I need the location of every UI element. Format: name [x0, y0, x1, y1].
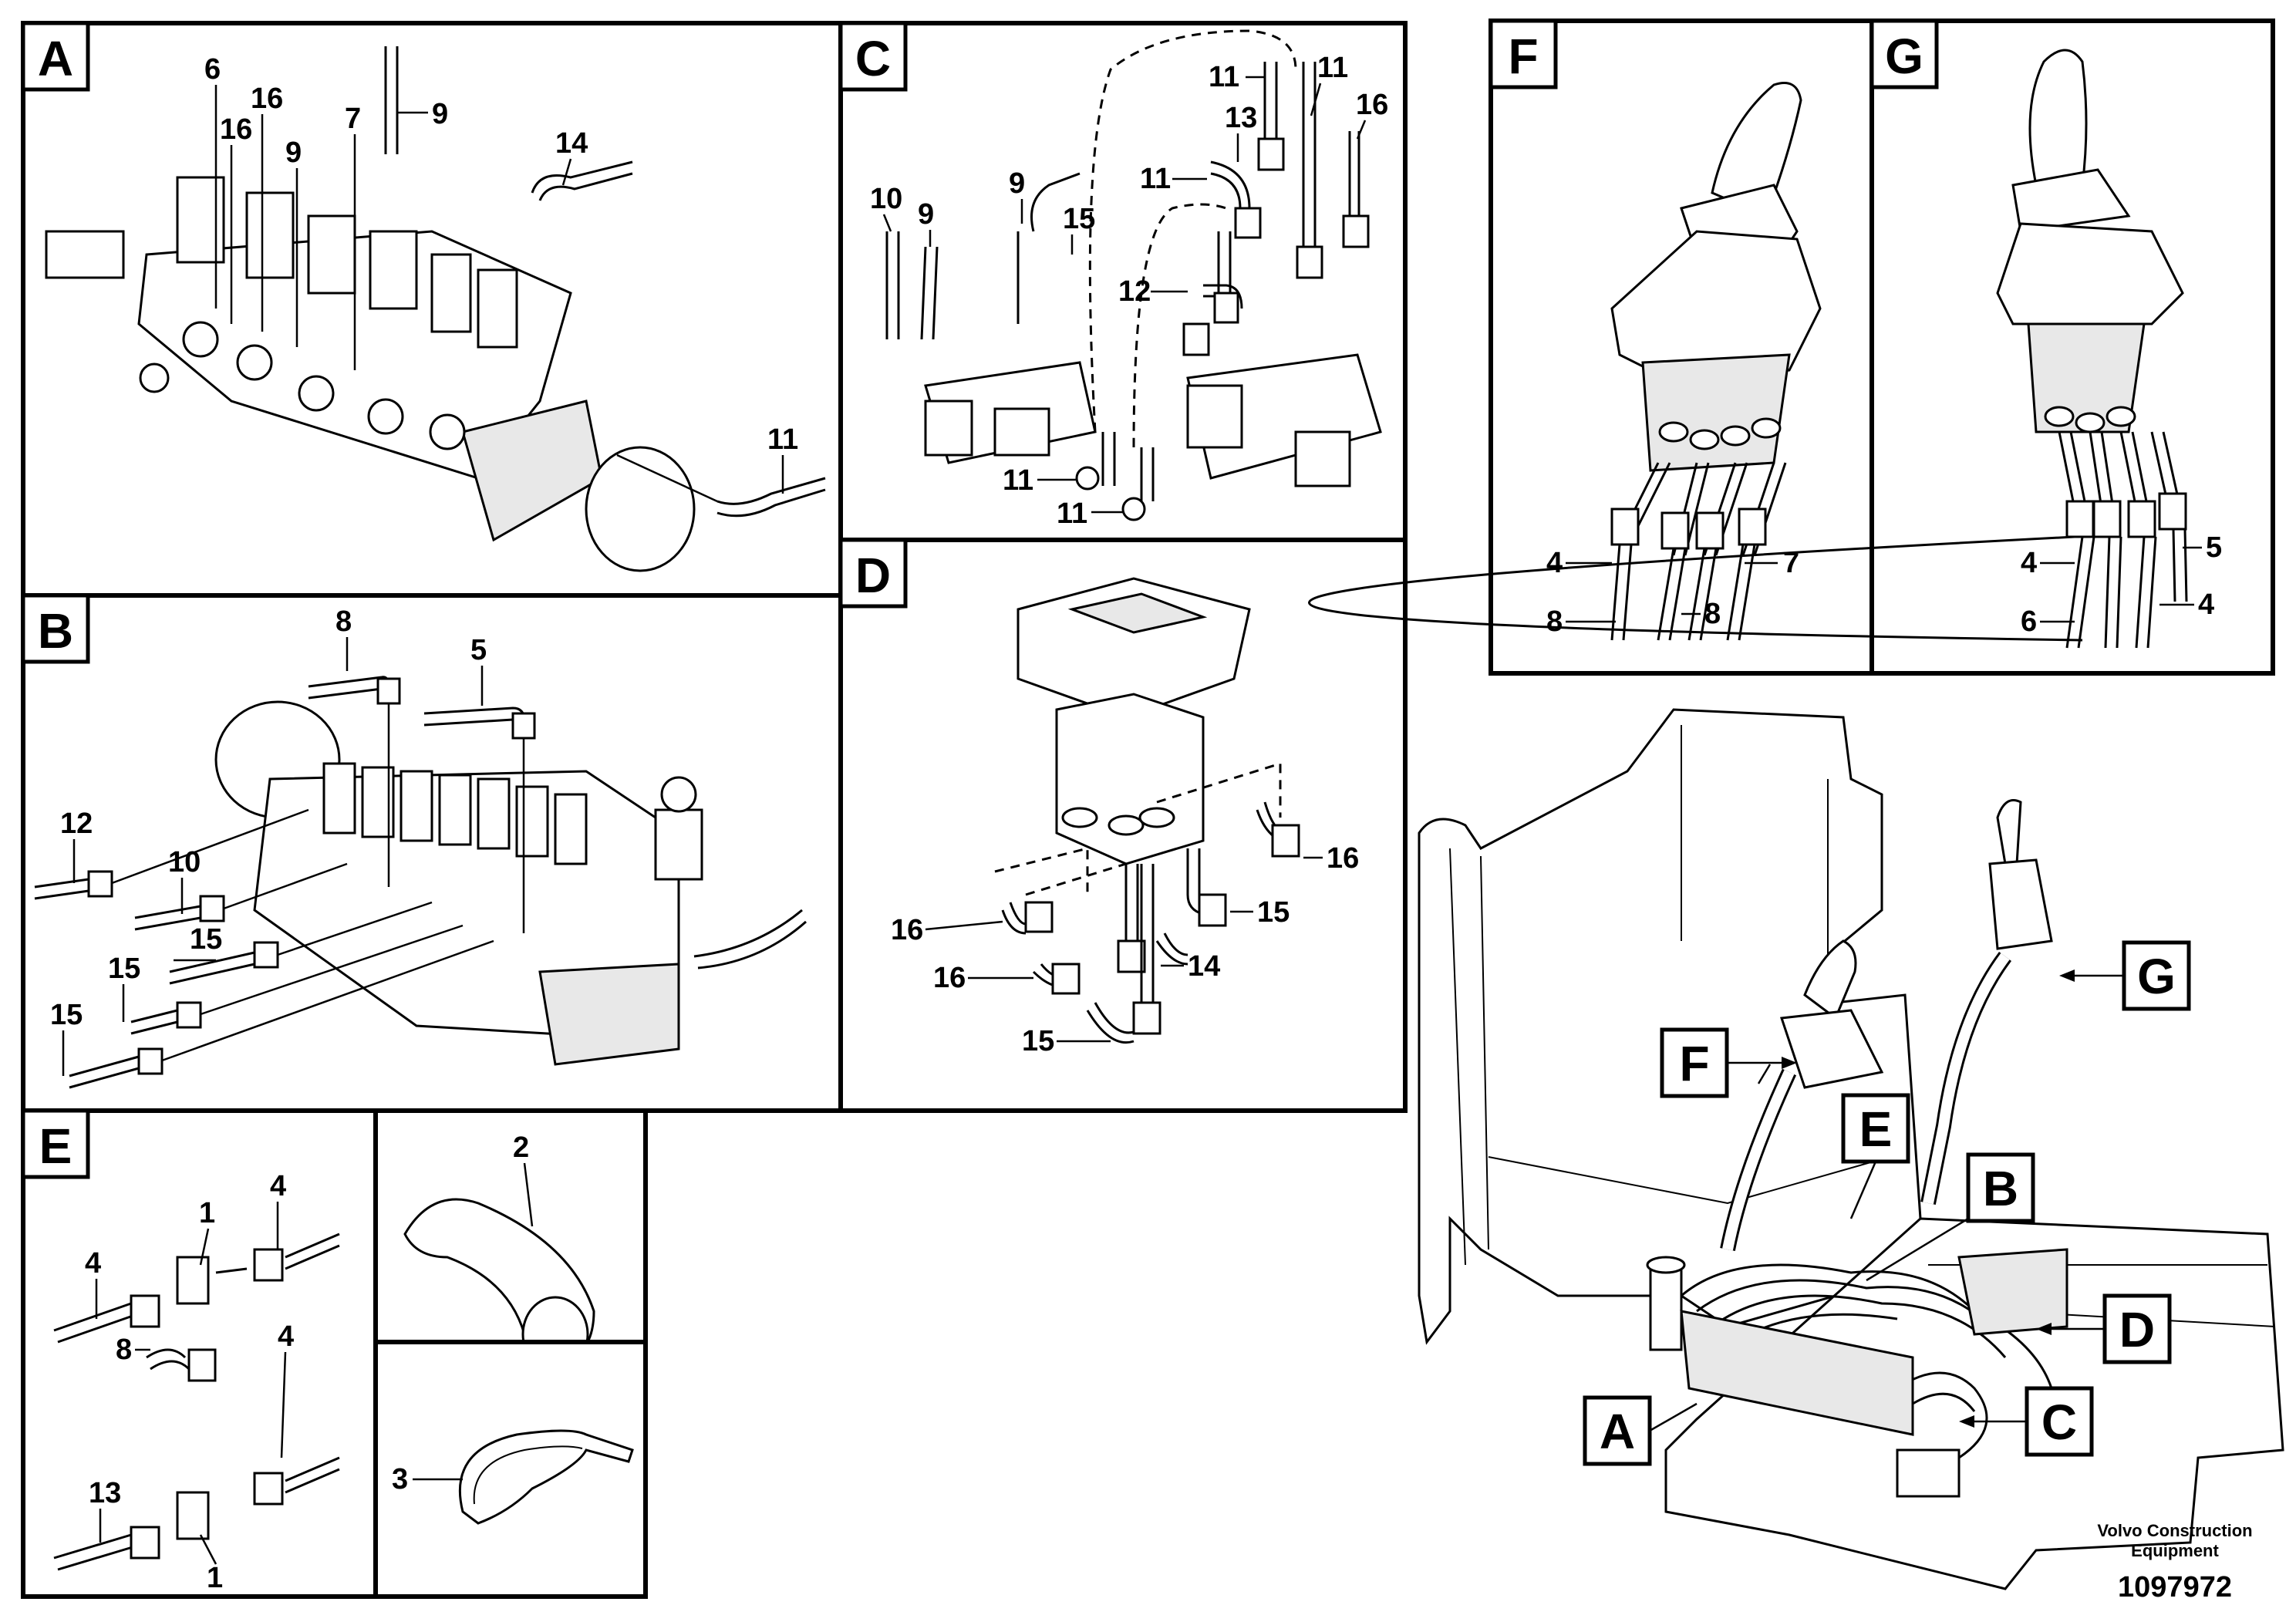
callout: 5	[2206, 531, 2222, 564]
panel-a: A 6 16 16 9 7 9	[21, 21, 843, 598]
callout: 12	[60, 808, 93, 840]
callout: 16	[1327, 842, 1359, 875]
panel-e: E 1 4 4 8 4 13 1	[21, 1108, 378, 1599]
callout: 3	[392, 1463, 408, 1496]
svg-text:A: A	[1600, 1404, 1635, 1459]
callout: 15	[1257, 896, 1290, 929]
callout: 16	[251, 83, 283, 115]
callout: 15	[190, 923, 222, 956]
overview-tag-g: G	[2059, 940, 2191, 1011]
svg-text:D: D	[2119, 1302, 2155, 1357]
callout: 9	[918, 198, 934, 231]
drawing-number: 1097972	[2118, 1571, 2232, 1603]
callout: 10	[870, 183, 902, 215]
solenoid-valve-left	[924, 361, 1097, 464]
overview-tag-a: A	[1583, 1395, 1698, 1466]
callout: 11	[1057, 497, 1087, 530]
callout: 16	[220, 113, 252, 146]
callout: 8	[1704, 598, 1721, 630]
callout: 12	[1118, 275, 1151, 308]
panel-g: G 4 5 6 4	[1308, 19, 2275, 676]
callout: 4	[270, 1170, 286, 1202]
overview-tag-d: D	[2036, 1293, 2172, 1364]
callout: 2	[513, 1131, 529, 1164]
panel-a-tag: A	[38, 31, 73, 86]
callout: 6	[204, 53, 221, 86]
callout: 11	[1140, 163, 1171, 195]
panel-part-2: 2	[373, 1108, 648, 1373]
callout: 14	[555, 127, 588, 160]
panel-f: F 4 7 8 8	[1489, 19, 1874, 676]
callout: 15	[50, 999, 83, 1031]
panel-part-3: 3	[373, 1340, 648, 1599]
panel-c: C 11 11 16	[838, 21, 1408, 542]
callout: 13	[89, 1477, 121, 1509]
callout: 16	[891, 914, 923, 946]
callout: 1	[199, 1197, 215, 1229]
overview-tag-e: E	[1841, 1093, 1910, 1219]
solenoid-valve-right	[1186, 353, 1382, 487]
svg-text:E: E	[1859, 1101, 1893, 1157]
callout: 4	[2021, 547, 2037, 579]
panel-d-tag: D	[855, 548, 891, 603]
svg-text:C: C	[2041, 1394, 2077, 1450]
callout: 4	[1546, 547, 1563, 579]
panel-d: D 16 16 15 16 14 15	[838, 538, 1408, 1113]
callout: 16	[1356, 89, 1388, 121]
callout: 11	[1317, 52, 1348, 84]
joystick-left	[1610, 82, 1822, 472]
callout: 9	[285, 137, 302, 169]
panel-b: B 8 5 12 10	[21, 593, 843, 1113]
svg-text:G: G	[2137, 949, 2176, 1004]
callout: 13	[1225, 102, 1257, 134]
cable-tie	[458, 1429, 634, 1525]
callout: 8	[116, 1334, 132, 1366]
callout: 15	[108, 953, 140, 985]
panel-g-tag: G	[1885, 29, 1923, 84]
panel-b-tag: B	[38, 603, 73, 659]
callout: 16	[933, 962, 966, 994]
panel-c-tag: C	[855, 31, 891, 86]
callout: 8	[335, 605, 352, 638]
callout: 5	[470, 634, 487, 666]
overview-tag-c: C	[1959, 1386, 2094, 1457]
svg-text:F: F	[1679, 1036, 1709, 1091]
company-line-1: Volvo Construction	[2097, 1521, 2252, 1540]
callout: 15	[1022, 1025, 1054, 1057]
callout: 9	[432, 98, 448, 130]
callout: 10	[168, 846, 201, 878]
callout: 7	[345, 103, 361, 135]
callout: 8	[1546, 605, 1563, 638]
pilot-pedal-valve	[1017, 577, 1251, 865]
callout: 15	[1063, 203, 1095, 235]
svg-text:B: B	[1983, 1161, 2018, 1216]
callout: 4	[2198, 588, 2214, 621]
callout: 11	[1209, 61, 1239, 93]
panel-f-tag: F	[1508, 29, 1538, 84]
callout: 1	[207, 1562, 223, 1594]
drawing-footer: Volvo Construction Equipment 1097972	[2097, 1521, 2252, 1603]
callout: 4	[278, 1320, 294, 1353]
callout: 9	[1009, 167, 1025, 200]
callout: 7	[1783, 547, 1799, 579]
callout: 4	[85, 1247, 101, 1280]
callout: 6	[2021, 605, 2037, 638]
panel-e-tag: E	[39, 1118, 72, 1174]
callout: 11	[767, 423, 798, 456]
callout: 14	[1188, 950, 1220, 983]
overview-tag-f: F	[1660, 1027, 1797, 1098]
joystick-right	[1996, 49, 2184, 433]
overview-tag-b: B	[1866, 1152, 2035, 1282]
company-line-2: Equipment	[2131, 1541, 2219, 1560]
callout: 11	[1003, 464, 1033, 497]
